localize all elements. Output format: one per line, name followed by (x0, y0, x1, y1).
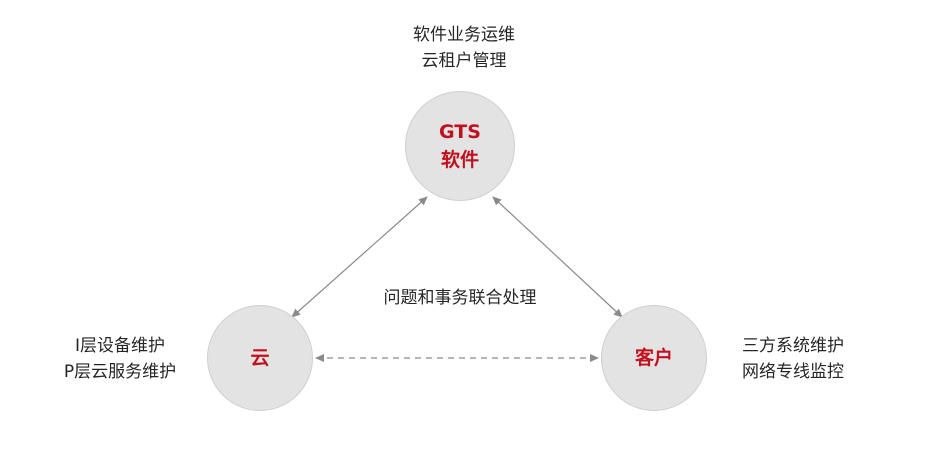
node-cloud-label: 云 (250, 347, 270, 369)
node-customer: 客户 (601, 305, 707, 411)
caption-gts-line-2: 云租户管理 (421, 51, 507, 71)
node-gts-software: GTS 软件 (405, 91, 515, 201)
node-gts-label-2: 软件 (440, 149, 479, 171)
caption-gts: 软件业务运维 云租户管理 (389, 22, 539, 74)
node-gts-label-1: GTS (439, 121, 481, 143)
caption-joint-handling: 问题和事务联合处理 (360, 285, 560, 311)
node-cloud: 云 (207, 305, 313, 411)
caption-joint-handling-text: 问题和事务联合处理 (383, 288, 537, 308)
node-customer-label: 客户 (634, 347, 673, 369)
caption-cloud-line-2: P层云服务维护 (63, 362, 177, 382)
caption-customer-line-1: 三方系统维护 (742, 336, 844, 356)
caption-customer: 三方系统维护 网络专线监控 (728, 333, 858, 385)
arrow-gts-customer (492, 196, 623, 318)
caption-cloud: I层设备维护 P层云服务维护 (40, 333, 200, 385)
arrow-gts-cloud (291, 196, 428, 318)
caption-gts-line-1: 软件业务运维 (413, 25, 515, 45)
caption-cloud-line-1: I层设备维护 (74, 336, 165, 356)
caption-customer-line-2: 网络专线监控 (742, 362, 844, 382)
